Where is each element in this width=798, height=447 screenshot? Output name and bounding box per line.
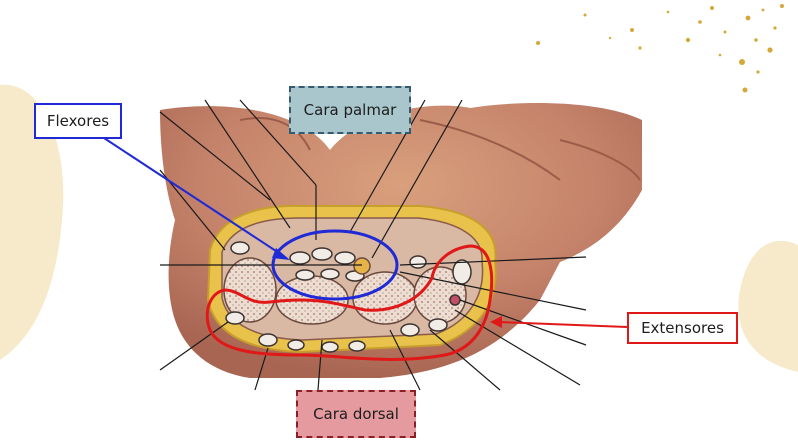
decor-dots: [536, 4, 784, 93]
extensor-tendons: [225, 259, 472, 353]
flexor-tendons: [230, 241, 427, 282]
extensores-arrow: [497, 321, 628, 328]
flexores-label: Flexores: [34, 103, 122, 139]
decor-blobs: [0, 84, 798, 372]
decor-blob-left: [0, 84, 64, 360]
cara-dorsal-label: Cara dorsal: [296, 390, 416, 438]
flexor-compartment-outline: [271, 229, 399, 301]
decor-blob-right: [738, 240, 798, 372]
cara-palmar-label: Cara palmar: [289, 86, 411, 134]
flexores-arrow: [103, 137, 283, 256]
median-nerve: [353, 257, 371, 275]
extensores-label: Extensores: [627, 312, 738, 344]
carpal-bone: [352, 271, 418, 325]
extensor-compartment-outline: [205, 244, 494, 361]
flexores-arrowhead: [272, 248, 290, 260]
wrist-illustration: [103, 99, 642, 391]
extensores-arrowhead: [490, 316, 502, 328]
